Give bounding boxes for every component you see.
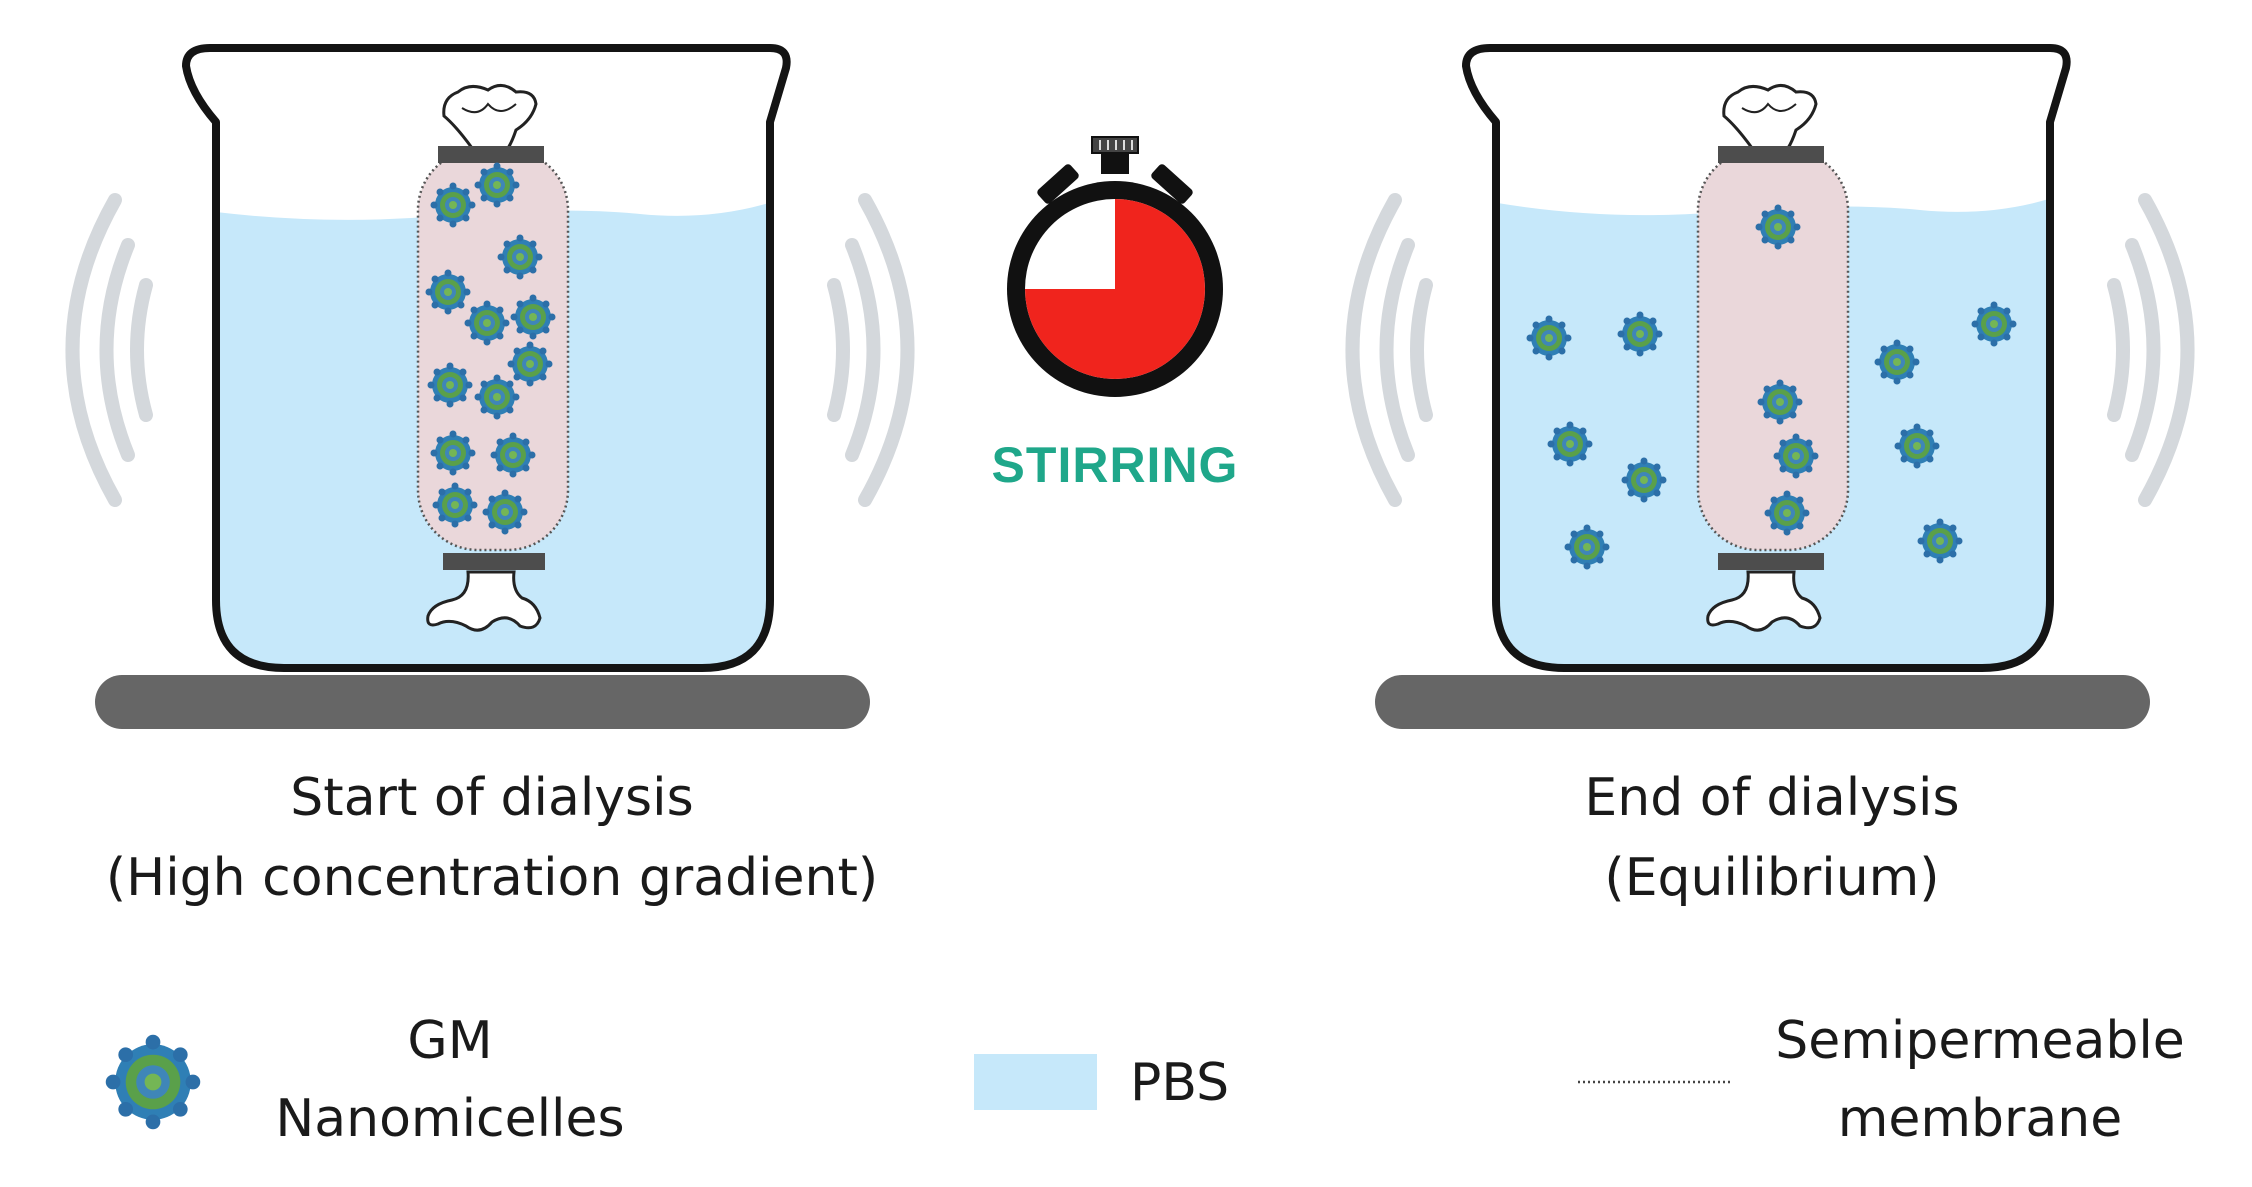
caption-end-line1: End of dialysis bbox=[1584, 768, 1960, 828]
caption-start-line2: (High concentration gradient) bbox=[105, 848, 879, 908]
clamp-top-right bbox=[1718, 146, 1824, 163]
vibration-arcs-right-outer bbox=[858, 193, 915, 507]
caption-end: End of dialysis (Equilibrium) bbox=[1332, 758, 2212, 918]
caption-start-line1: Start of dialysis bbox=[290, 768, 694, 828]
clamp-top-left bbox=[438, 146, 544, 163]
bag-tie-top-right bbox=[1722, 84, 1818, 150]
bag-tie-bottom-left bbox=[426, 570, 542, 632]
vibration-arcs-right-beaker-left-outer bbox=[1345, 193, 1402, 507]
vibration-arcs-left-inner bbox=[130, 278, 153, 422]
vibration-arcs-left-outer bbox=[65, 193, 122, 507]
clamp-bottom-right bbox=[1718, 553, 1824, 570]
legend-membrane-line1: Semipermeable bbox=[1775, 1011, 2185, 1071]
vibration-arcs-right-beaker-right-mid bbox=[2125, 238, 2161, 462]
stopwatch-icon bbox=[1007, 136, 1223, 397]
vibration-arcs-right-beaker-left-mid bbox=[1379, 238, 1415, 462]
legend-nanomicelles-label: GM Nanomicelles bbox=[250, 1002, 650, 1158]
legend-nanomicelles-line1: GM bbox=[407, 1011, 493, 1071]
timer-elapsed-wedge bbox=[1025, 199, 1205, 379]
legend-membrane-label: Semipermeable membrane bbox=[1750, 1002, 2210, 1158]
stirring-label: STIRRING bbox=[991, 437, 1239, 493]
caption-end-line2: (Equilibrium) bbox=[1604, 848, 1940, 908]
legend-nanomicelles-line2: Nanomicelles bbox=[275, 1089, 625, 1149]
beaker-left bbox=[65, 44, 915, 729]
stir-plate-left bbox=[95, 675, 870, 729]
legend-pbs-swatch bbox=[974, 1054, 1097, 1110]
stir-plate-right bbox=[1375, 675, 2150, 729]
vibration-arcs-left-mid bbox=[99, 238, 135, 462]
beaker-outline-right bbox=[1462, 44, 2071, 672]
clamp-bottom-left bbox=[443, 553, 545, 570]
bag-tie-top-left bbox=[442, 84, 538, 150]
vibration-arcs-right-inner bbox=[827, 278, 850, 422]
vibration-arcs-right-beaker-left-inner bbox=[1410, 278, 1433, 422]
bag-tie-bottom-right bbox=[1706, 570, 1822, 632]
legend-micelle-icon bbox=[105, 1034, 201, 1130]
vibration-arcs-right-beaker-right-outer bbox=[2138, 193, 2195, 507]
vibration-arcs-right-beaker-right-inner bbox=[2107, 278, 2130, 422]
beaker-right bbox=[1345, 44, 2195, 729]
vibration-arcs-right-mid bbox=[845, 238, 881, 462]
beaker-outline-left bbox=[182, 44, 791, 672]
caption-start: Start of dialysis (High concentration gr… bbox=[52, 758, 932, 918]
legend-membrane-line2: membrane bbox=[1837, 1089, 2123, 1149]
legend-pbs-label: PBS bbox=[1130, 1053, 1230, 1113]
